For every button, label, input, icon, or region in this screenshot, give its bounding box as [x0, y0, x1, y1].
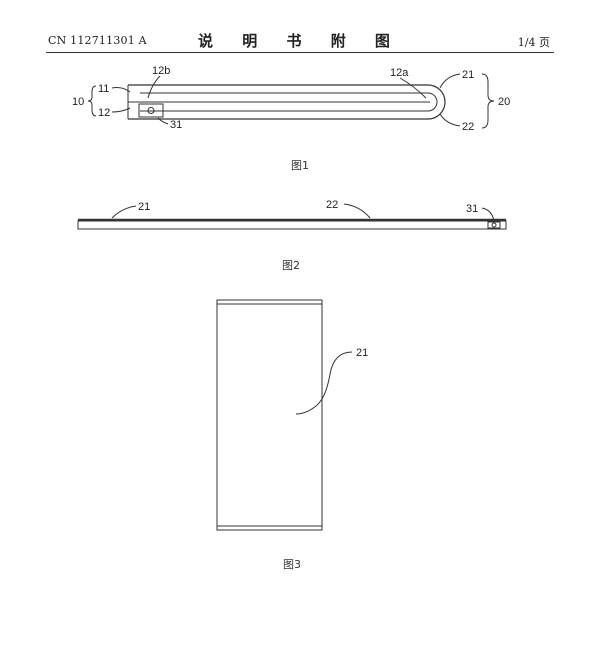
fig2-leader-22 [343, 203, 371, 219]
header-rule [46, 52, 554, 53]
fig2-leader-31 [481, 207, 495, 222]
fig3-label-21: 21 [356, 347, 368, 359]
fig2-leader-21 [111, 205, 137, 219]
fig3-caption: 图3 [283, 558, 301, 571]
figure-2 [77, 203, 507, 230]
fig1-leader-12 [111, 107, 131, 113]
fig1-caption: 图1 [291, 159, 309, 172]
fig1-label-12: 12 [98, 107, 110, 119]
fig1-leader-12a [399, 77, 427, 99]
fig2-component-31 [487, 221, 501, 229]
fig1-brace-20 [481, 73, 495, 129]
fig2-caption: 图2 [282, 259, 300, 272]
fig1-leader-31 [157, 117, 169, 125]
fig3-panel [216, 299, 323, 531]
fig1-label-21: 21 [462, 69, 474, 81]
figure-1 [87, 73, 495, 129]
fig1-label-11: 11 [98, 83, 109, 95]
fig2-label-21: 21 [138, 201, 150, 213]
page-indicator: 1/4 页 [517, 36, 550, 49]
fig1-leader-12b [147, 75, 161, 99]
fig1-label-12a: 12a [390, 67, 409, 79]
fig1-label-12b: 12b [152, 65, 170, 77]
fig1-brace-10 [87, 85, 97, 117]
document-number: CN 112711301 A [48, 34, 147, 47]
fig1-leader-21 [439, 73, 461, 89]
fig2-label-31: 31 [466, 203, 478, 215]
fig1-component-31-hole [147, 107, 155, 114]
fig1-label-20: 20 [498, 96, 510, 108]
fig1-inner-fold [140, 92, 438, 112]
document-title: 说 明 书 附 图 [198, 32, 402, 50]
fig2-label-22: 22 [326, 199, 338, 211]
fig3-leader-21 [295, 351, 353, 415]
fig1-label-22: 22 [462, 121, 474, 133]
fig1-outer-sheet [128, 84, 446, 120]
fig1-component-31 [138, 103, 164, 118]
fig1-leader-11 [111, 87, 131, 93]
fig2-bottom-layer [77, 220, 507, 230]
fig1-label-31: 31 [170, 119, 182, 131]
figure-3 [216, 299, 353, 531]
fig2-component-31-hole [491, 222, 497, 228]
fig1-label-10: 10 [72, 96, 84, 108]
fig1-leader-22 [439, 113, 461, 127]
